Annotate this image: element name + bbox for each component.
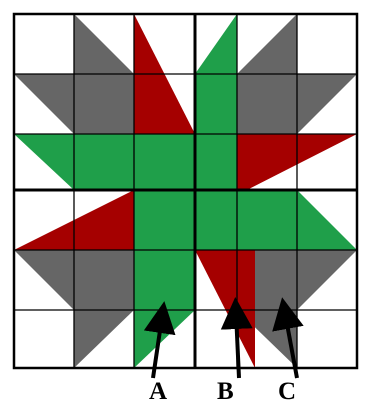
quilt-border xyxy=(12,12,359,370)
gray-star-top-right xyxy=(237,14,357,134)
label-a: A xyxy=(149,378,167,403)
gray-star-bottom-left xyxy=(14,250,134,368)
label-c: C xyxy=(278,378,296,403)
green-strip-vertical-top xyxy=(195,14,237,190)
arrow-b xyxy=(220,297,253,379)
green-strip-horizontal-right xyxy=(195,190,357,250)
gray-star-top-left xyxy=(14,14,134,134)
center-lines xyxy=(14,14,357,368)
arrow-c xyxy=(272,297,304,379)
green-strip-horizontal-left xyxy=(14,134,195,190)
arrow-a xyxy=(143,301,176,379)
label-b: B xyxy=(217,378,234,403)
